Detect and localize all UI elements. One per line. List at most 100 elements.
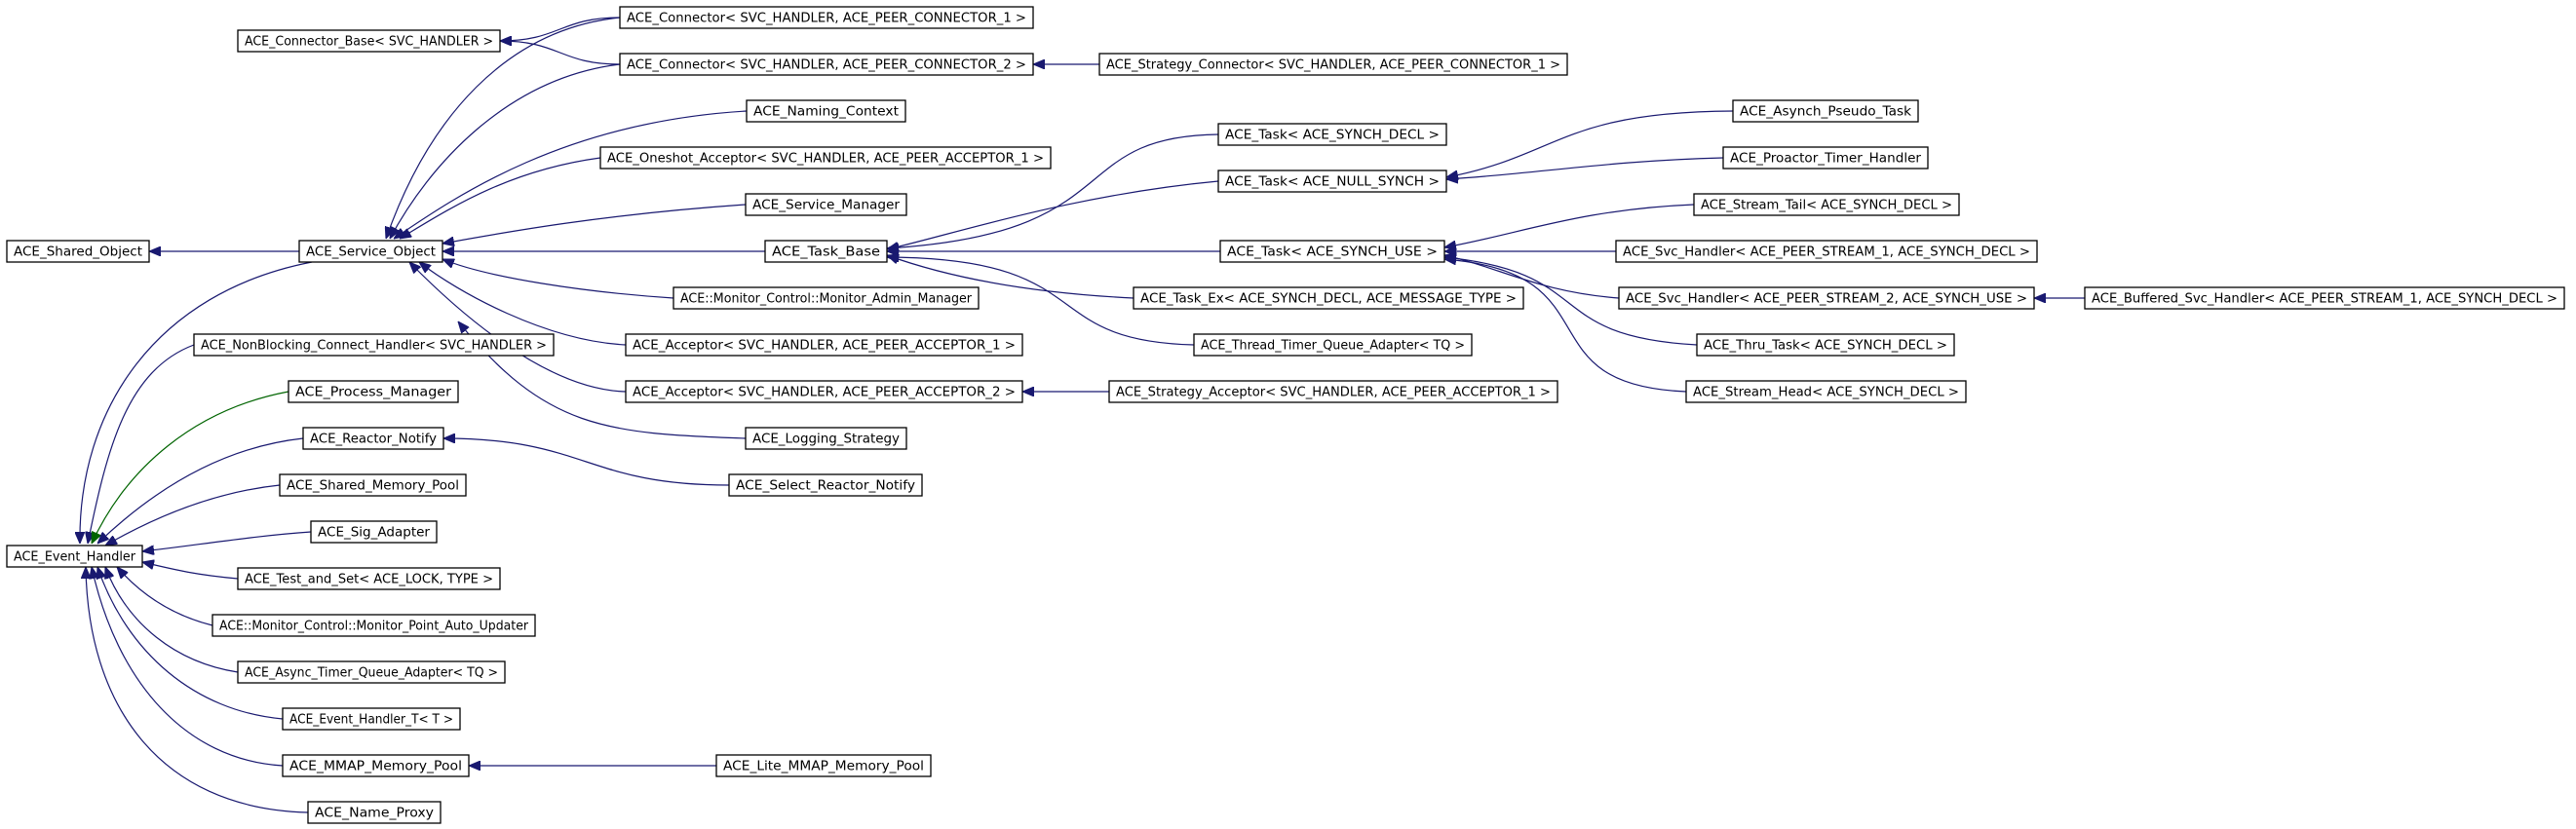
- class-box[interactable]: [1722, 146, 1929, 170]
- class-node-test-and-set[interactable]: ACE_Test_and_Set< ACE_LOCK, TYPE >: [237, 567, 501, 590]
- class-node-svc-handler2[interactable]: ACE_Svc_Handler< ACE_PEER_STREAM_2, ACE_…: [1618, 286, 2035, 310]
- class-box[interactable]: [237, 567, 501, 590]
- class-node-naming-context[interactable]: ACE_Naming_Context: [746, 99, 906, 123]
- class-node-monitor-admin[interactable]: ACE::Monitor_Control::Monitor_Admin_Mana…: [673, 286, 980, 310]
- class-box[interactable]: [1615, 240, 2038, 263]
- class-box[interactable]: [1219, 240, 1445, 263]
- class-node-thru-task[interactable]: ACE_Thru_Task< ACE_SYNCH_DECL >: [1696, 333, 1955, 357]
- class-node-task-synch-decl[interactable]: ACE_Task< ACE_SYNCH_DECL >: [1217, 123, 1447, 146]
- class-box[interactable]: [288, 380, 459, 403]
- class-node-proactor-timer-handler[interactable]: ACE_Proactor_Timer_Handler: [1722, 146, 1929, 170]
- class-box[interactable]: [6, 240, 150, 263]
- class-box[interactable]: [237, 29, 501, 53]
- class-box[interactable]: [302, 427, 444, 450]
- class-box[interactable]: [1193, 333, 1473, 357]
- class-label: ACE_Test_and_Set< ACE_LOCK, TYPE >: [245, 573, 493, 587]
- edge-line: [500, 41, 621, 65]
- class-node-service-object[interactable]: ACE_Service_Object: [298, 240, 443, 263]
- class-node-select-reactor-notify[interactable]: ACE_Select_Reactor_Notify: [728, 473, 923, 497]
- class-box[interactable]: [673, 286, 980, 310]
- class-box[interactable]: [715, 754, 932, 777]
- class-box[interactable]: [6, 545, 143, 568]
- class-box[interactable]: [282, 707, 461, 731]
- class-node-connector1[interactable]: ACE_Connector< SVC_HANDLER, ACE_PEER_CON…: [619, 6, 1034, 29]
- class-box[interactable]: [1685, 380, 1967, 403]
- class-node-async-timer-queue[interactable]: ACE_Async_Timer_Queue_Adapter< TQ >: [237, 660, 506, 684]
- class-box[interactable]: [728, 473, 923, 497]
- class-box[interactable]: [1098, 53, 1568, 76]
- class-node-mmap-memory-pool[interactable]: ACE_MMAP_Memory_Pool: [282, 754, 470, 777]
- class-label: ACE_Connector< SVC_HANDLER, ACE_PEER_CON…: [627, 12, 1026, 26]
- class-box[interactable]: [310, 520, 438, 544]
- class-node-lite-mmap-memory-pool[interactable]: ACE_Lite_MMAP_Memory_Pool: [715, 754, 932, 777]
- class-node-sig-adapter[interactable]: ACE_Sig_Adapter: [310, 520, 438, 544]
- class-label: ACE_Task< ACE_SYNCH_DECL >: [1225, 129, 1440, 143]
- class-box[interactable]: [298, 240, 443, 263]
- class-node-strategy-acceptor[interactable]: ACE_Strategy_Acceptor< SVC_HANDLER, ACE_…: [1108, 380, 1558, 403]
- class-node-acceptor1[interactable]: ACE_Acceptor< SVC_HANDLER, ACE_PEER_ACCE…: [625, 333, 1023, 357]
- class-label: ACE_Task< ACE_SYNCH_USE >: [1227, 245, 1438, 260]
- class-box[interactable]: [193, 333, 555, 357]
- class-node-connector-base[interactable]: ACE_Connector_Base< SVC_HANDLER >: [237, 29, 501, 53]
- class-node-svc-handler1[interactable]: ACE_Svc_Handler< ACE_PEER_STREAM_1, ACE_…: [1615, 240, 2038, 263]
- class-node-strategy-connector[interactable]: ACE_Strategy_Connector< SVC_HANDLER, ACE…: [1098, 53, 1568, 76]
- class-node-service-manager[interactable]: ACE_Service_Manager: [745, 193, 907, 216]
- class-box[interactable]: [2084, 286, 2565, 310]
- class-box[interactable]: [1618, 286, 2035, 310]
- class-node-acceptor2[interactable]: ACE_Acceptor< SVC_HANDLER, ACE_PEER_ACCE…: [625, 380, 1023, 403]
- class-box[interactable]: [619, 6, 1034, 29]
- edge-line: [92, 567, 284, 767]
- edge-line: [105, 484, 281, 546]
- class-box[interactable]: [1693, 193, 1960, 216]
- class-node-task-ex[interactable]: ACE_Task_Ex< ACE_SYNCH_DECL, ACE_MESSAGE…: [1133, 286, 1524, 310]
- class-box[interactable]: [625, 333, 1023, 357]
- class-box[interactable]: [625, 380, 1023, 403]
- class-node-stream-tail[interactable]: ACE_Stream_Tail< ACE_SYNCH_DECL >: [1693, 193, 1960, 216]
- class-node-event-handler[interactable]: ACE_Event_Handler: [6, 545, 143, 568]
- class-node-task-synch-use[interactable]: ACE_Task< ACE_SYNCH_USE >: [1219, 240, 1445, 263]
- edge-line: [86, 567, 309, 813]
- class-box[interactable]: [745, 427, 907, 450]
- class-node-shared-memory-pool[interactable]: ACE_Shared_Memory_Pool: [279, 473, 467, 497]
- class-node-shared-object[interactable]: ACE_Shared_Object: [6, 240, 150, 263]
- class-label: ACE_Service_Manager: [752, 199, 901, 213]
- class-node-nonblocking-connect[interactable]: ACE_NonBlocking_Connect_Handler< SVC_HAN…: [193, 333, 555, 357]
- class-box[interactable]: [599, 146, 1052, 170]
- class-box[interactable]: [1217, 123, 1447, 146]
- class-box[interactable]: [211, 614, 536, 637]
- class-label: ACE_Process_Manager: [295, 386, 452, 400]
- inheritance-edge-service_manager-to-service_object: [442, 204, 747, 244]
- class-node-buffered-svc-handler[interactable]: ACE_Buffered_Svc_Handler< ACE_PEER_STREA…: [2084, 286, 2565, 310]
- class-box[interactable]: [1133, 286, 1524, 310]
- class-box[interactable]: [619, 53, 1034, 76]
- class-box[interactable]: [237, 660, 506, 684]
- class-box[interactable]: [307, 801, 442, 824]
- class-node-event-handler-t[interactable]: ACE_Event_Handler_T< T >: [282, 707, 461, 731]
- class-node-task-base[interactable]: ACE_Task_Base: [764, 240, 888, 263]
- class-node-thread-timer-queue[interactable]: ACE_Thread_Timer_Queue_Adapter< TQ >: [1193, 333, 1473, 357]
- class-node-oneshot-acceptor[interactable]: ACE_Oneshot_Acceptor< SVC_HANDLER, ACE_P…: [599, 146, 1052, 170]
- class-node-connector2[interactable]: ACE_Connector< SVC_HANDLER, ACE_PEER_CON…: [619, 53, 1034, 76]
- class-node-name-proxy[interactable]: ACE_Name_Proxy: [307, 801, 442, 824]
- class-label: ACE_Event_Handler_T< T >: [289, 713, 453, 728]
- class-node-asynch-pseudo-task[interactable]: ACE_Asynch_Pseudo_Task: [1732, 99, 1919, 123]
- class-node-task-null-synch[interactable]: ACE_Task< ACE_NULL_SYNCH >: [1217, 170, 1447, 193]
- class-node-monitor-point[interactable]: ACE::Monitor_Control::Monitor_Point_Auto…: [211, 614, 536, 637]
- class-node-reactor-notify[interactable]: ACE_Reactor_Notify: [302, 427, 444, 450]
- class-node-process-manager[interactable]: ACE_Process_Manager: [288, 380, 459, 403]
- class-node-stream-head[interactable]: ACE_Stream_Head< ACE_SYNCH_DECL >: [1685, 380, 1967, 403]
- class-node-logging-strategy[interactable]: ACE_Logging_Strategy: [745, 427, 907, 450]
- class-box[interactable]: [1696, 333, 1955, 357]
- class-box[interactable]: [1217, 170, 1447, 193]
- class-box[interactable]: [1732, 99, 1919, 123]
- class-box[interactable]: [764, 240, 888, 263]
- edge-line: [97, 437, 304, 544]
- class-label: ACE_Reactor_Notify: [310, 433, 437, 447]
- class-box[interactable]: [282, 754, 470, 777]
- class-box[interactable]: [745, 193, 907, 216]
- class-box[interactable]: [279, 473, 467, 497]
- class-label: ACE_Task_Base: [772, 245, 880, 260]
- class-box[interactable]: [1108, 380, 1558, 403]
- class-box[interactable]: [746, 99, 906, 123]
